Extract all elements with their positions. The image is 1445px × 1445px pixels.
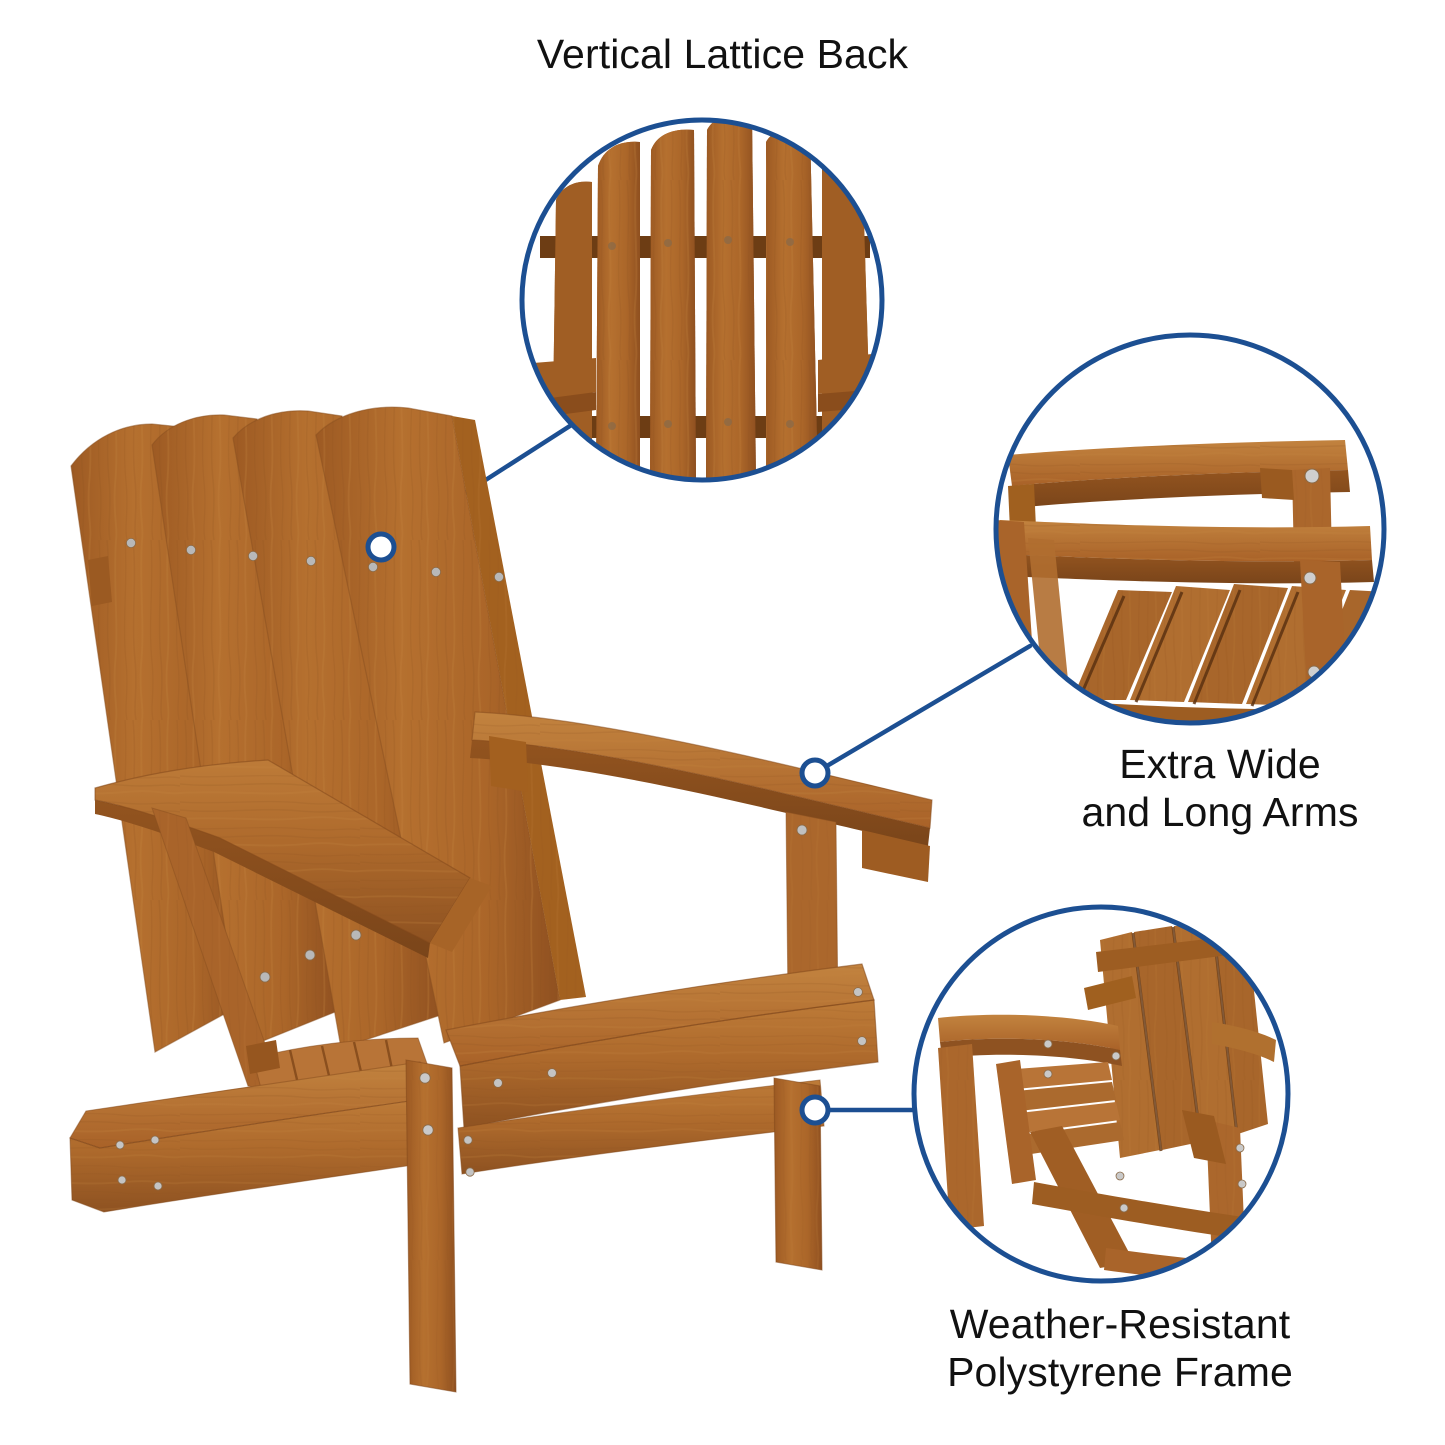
label-line-2: and Long Arms xyxy=(1081,789,1359,836)
connector-line-arms xyxy=(812,643,1033,776)
anchor-dot-arms xyxy=(799,757,831,789)
anchor-dot-lattice xyxy=(365,531,397,563)
label-line-2: Polystyrene Frame xyxy=(947,1349,1293,1396)
chair-seat-front-apron xyxy=(445,963,879,1129)
callout-circle-arms xyxy=(993,332,1387,726)
back-left-tab xyxy=(88,556,112,606)
callout-label-vertical-lattice-back: Vertical Lattice Back xyxy=(536,31,909,77)
right-arm-back-block xyxy=(489,736,528,792)
callout-anchor-dots xyxy=(365,531,831,1126)
chair-front-foot-board xyxy=(69,1061,435,1213)
chair-right-rear-leg xyxy=(773,1077,823,1271)
chair-left-rear-leg xyxy=(405,1059,457,1393)
chair-left-arm xyxy=(94,759,492,958)
callout-circle-lattice xyxy=(519,117,885,483)
seat-rear-block xyxy=(246,1040,280,1074)
anchor-dot-frame xyxy=(799,1094,831,1126)
chair-right-arm xyxy=(470,711,933,1013)
arm-callout-seat-slats xyxy=(1072,584,1384,708)
label-line-1: Extra Wide xyxy=(1119,741,1321,787)
chair-lower-stretcher xyxy=(457,1079,825,1177)
right-arm-end-cap xyxy=(862,830,930,882)
left-arm-joint-block xyxy=(430,878,492,952)
label-line-1: Weather-Resistant xyxy=(949,1301,1291,1347)
callout-circle-frame xyxy=(911,904,1291,1284)
main-chair-illustration xyxy=(69,406,933,1393)
